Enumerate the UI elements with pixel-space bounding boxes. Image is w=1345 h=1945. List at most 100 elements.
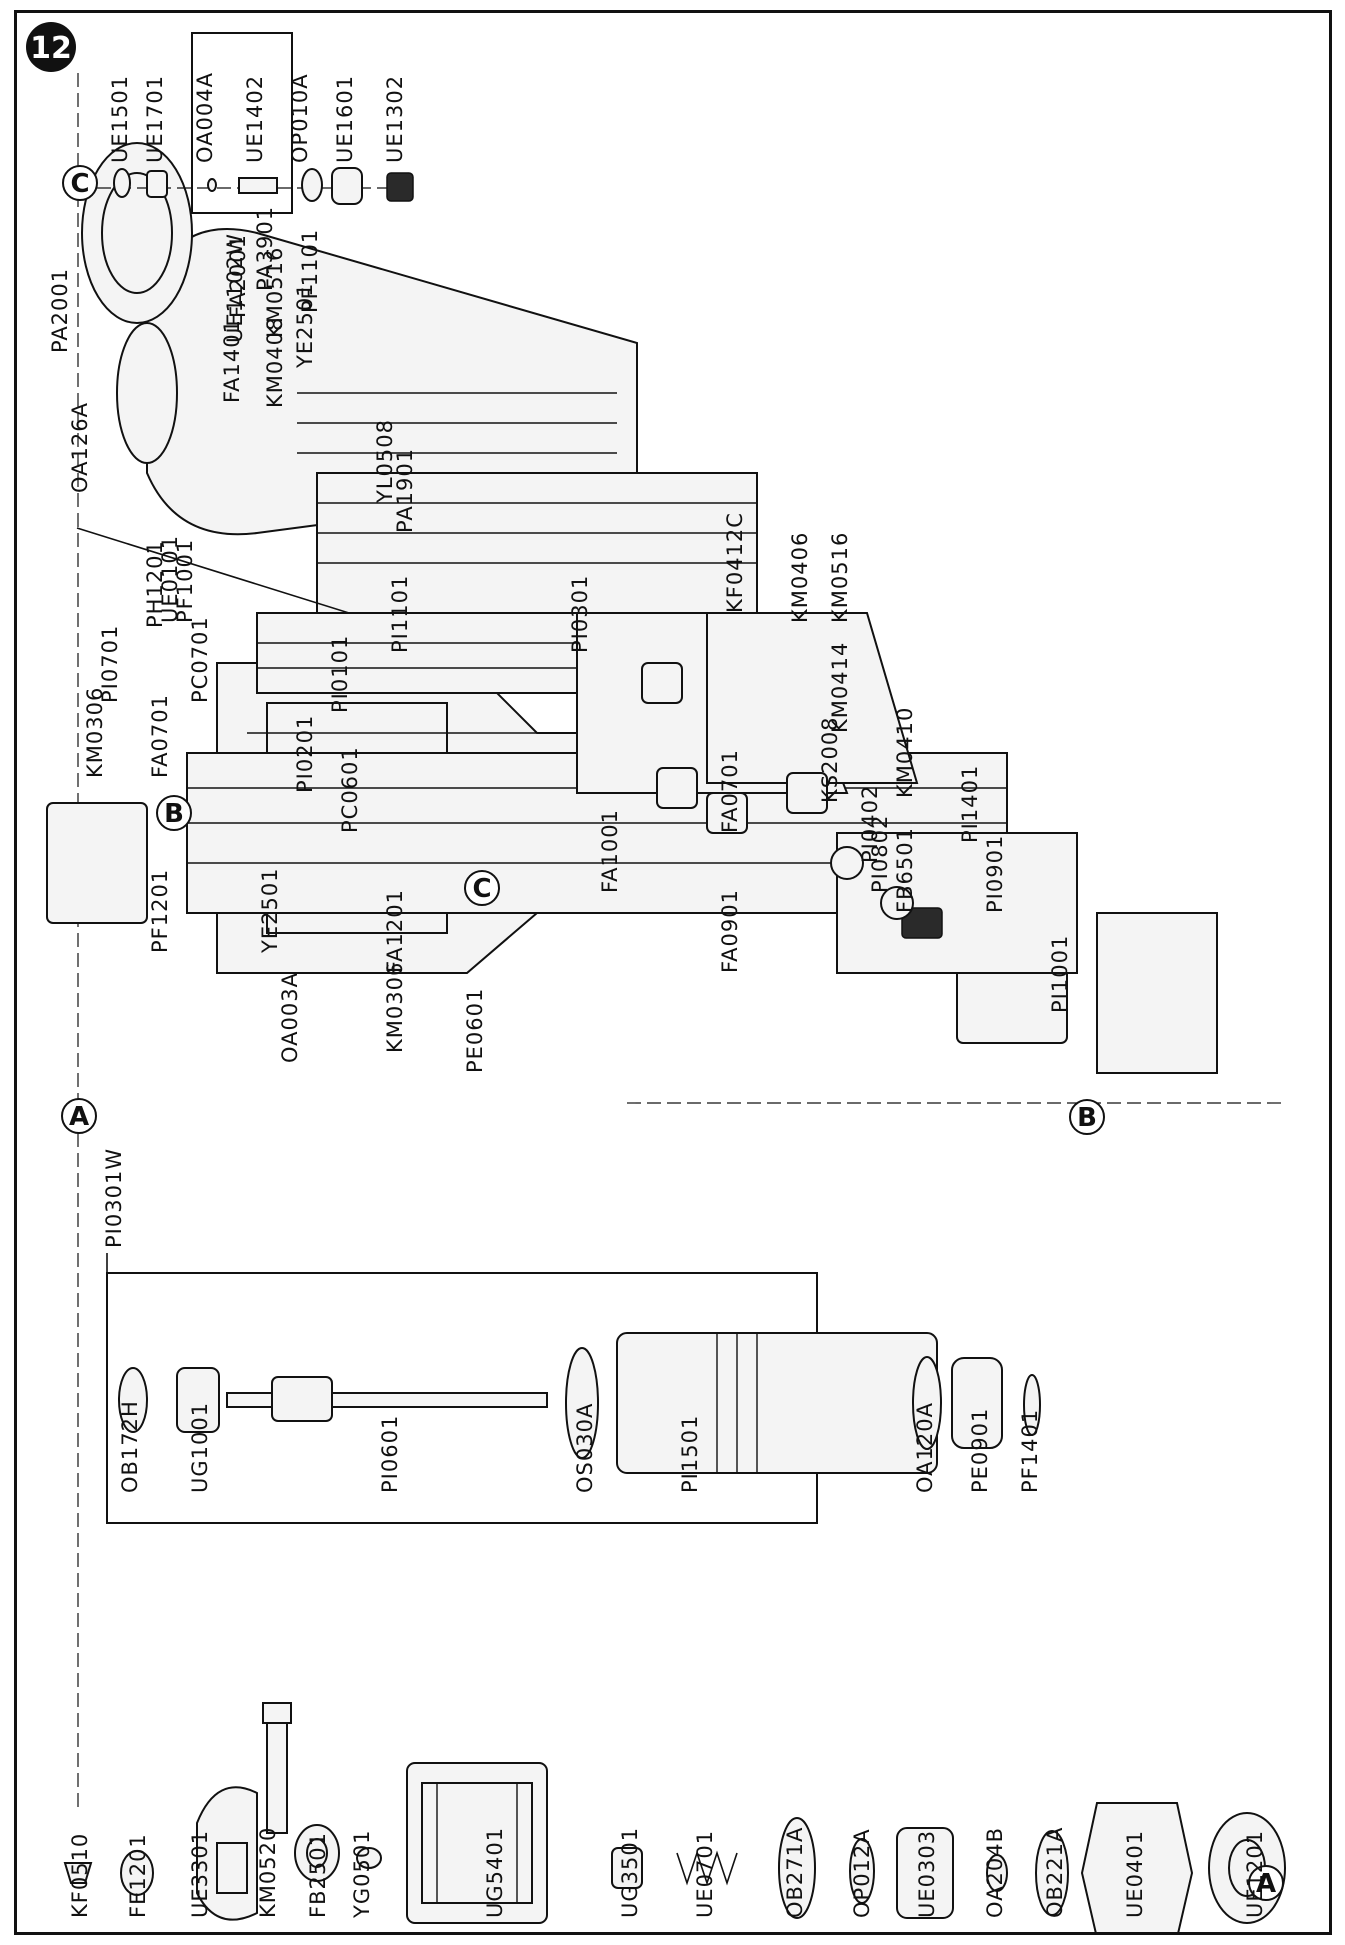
- label-pc0601: PC0601: [338, 746, 362, 833]
- label-pi1401: PI1401: [958, 765, 982, 843]
- reference-b-bottom: B: [1069, 1099, 1105, 1135]
- label-fe1201: FE1201: [126, 1833, 150, 1918]
- label-pa2001: PA2001: [48, 268, 72, 353]
- label-ue0303: UE0303: [915, 1830, 939, 1918]
- label-pi1501: PI1501: [678, 1415, 702, 1493]
- label-fb2501: FB2501: [306, 1832, 330, 1918]
- valve-kit-box: [191, 32, 293, 214]
- label-ue1601: UE1601: [333, 75, 357, 163]
- label-km0408: KM0408: [263, 317, 287, 408]
- label-oa204b: OA204B: [983, 1827, 1007, 1918]
- label-pi0301: PI0301: [568, 575, 592, 653]
- magazine-assembly: [46, 472, 1218, 1074]
- label-pa3901: PA3901: [253, 206, 277, 291]
- label-pi1101: PI1101: [388, 575, 412, 653]
- label-oa120a: OA120A: [913, 1402, 937, 1493]
- label-ue1402: UE1402: [243, 75, 267, 163]
- middle-column-assembly: [118, 1102, 1287, 1474]
- diagram-sheet: 12: [14, 10, 1332, 1935]
- label-km0516-body: KM0516: [263, 247, 287, 338]
- label-os030a: OS030A: [573, 1403, 597, 1493]
- label-ue0701: UE0701: [693, 1830, 717, 1918]
- label-ph1201: PH1201: [143, 540, 167, 628]
- label-km0406: KM0406: [788, 532, 812, 623]
- label-pf1201: PF1201: [148, 869, 172, 953]
- label-ug1001: UG1001: [188, 1402, 212, 1493]
- label-pi0402: PI0402: [858, 785, 882, 863]
- label-pi0802: PI0802: [868, 815, 892, 893]
- label-km0520: KM0520: [256, 1827, 280, 1918]
- middle-column-labels: OB172H UG1001 PI0601 OS030A PI1501 OA120…: [102, 1148, 1042, 1493]
- valve-group-labels: UE1501 UE1701 OA004A UE1402 OP010A UE160…: [108, 72, 407, 343]
- reference-c-top: C: [62, 165, 98, 201]
- label-oa004a: OA004A: [193, 72, 217, 163]
- label-ye2501-mag: YE2501: [258, 867, 282, 954]
- label-ob172h: OB172H: [118, 1400, 142, 1493]
- reference-a-bottom: A: [1248, 1865, 1284, 1901]
- label-oa126a: OA126A: [68, 402, 92, 493]
- label-kf0510: KF0510: [68, 1833, 92, 1918]
- label-pa1901: PA1901: [393, 448, 417, 533]
- label-ue1302: UE1302: [383, 75, 407, 163]
- label-pf1401: PF1401: [1018, 1409, 1042, 1493]
- body-group-labels: OA003A PE0601 UE0101 YL0508 PI1101 PA190…: [48, 206, 487, 1073]
- label-ug5401: UG5401: [483, 1827, 507, 1918]
- label-fa1001: FA1001: [598, 809, 622, 893]
- label-ue1701: UE1701: [143, 75, 167, 163]
- svg-text:C: C: [472, 874, 491, 904]
- label-km0306-bottom: KM0306: [383, 962, 407, 1053]
- label-km0306-top: KM0306: [83, 687, 107, 778]
- reference-c-bottom: C: [464, 870, 500, 906]
- label-kf0412c: KF0412C: [723, 512, 747, 613]
- label-fa0701-top: FA0701: [148, 694, 172, 778]
- label-ue0401: UE0401: [1123, 1830, 1147, 1918]
- label-pi0101: PI0101: [328, 635, 352, 713]
- label-pe0901: PE0901: [968, 1408, 992, 1493]
- label-km0414: KM0414: [828, 642, 852, 733]
- nose-assembly: [576, 612, 1078, 974]
- label-pf1001: PF1001: [173, 539, 197, 623]
- nose-group-labels: PI0301 KF0412C KS2008 KM0406 KM0516 KM04…: [568, 512, 1007, 913]
- page-number-badge: 12: [26, 22, 76, 72]
- label-pi0301w: PI0301W: [102, 1148, 126, 1248]
- label-pi0901: PI0901: [983, 835, 1007, 913]
- magazine-group-labels: PI0101 PI0701 PH1201 PF1001 PC0701 PC060…: [83, 539, 1072, 1053]
- label-fa0901: FA0901: [718, 889, 742, 973]
- label-ug3501: UG3501: [618, 1827, 642, 1918]
- label-pi0601: PI0601: [378, 1415, 402, 1493]
- svg-text:B: B: [164, 799, 184, 829]
- label-oa003a: OA003A: [278, 972, 302, 1063]
- label-km0516-nose: KM0516: [828, 532, 852, 623]
- label-ue0101: UE0101: [158, 535, 182, 623]
- label-fa1201: FA1201: [383, 889, 407, 973]
- label-pc0701: PC0701: [188, 616, 212, 703]
- label-ue1201: UE1201: [1243, 1830, 1267, 1918]
- svg-text:C: C: [70, 169, 89, 199]
- label-fa1401: FA1401: [220, 319, 244, 403]
- svg-text:B: B: [1077, 1103, 1097, 1133]
- label-yl0508: YL0508: [373, 419, 397, 504]
- valve-group-parts: [113, 167, 414, 205]
- exploded-parts-diagram: 12: [26, 22, 1287, 1932]
- label-ye2501-body: YE2501: [293, 282, 317, 369]
- left-column-labels: KF0510 FE1201 UE3301 KM0520 FB2501 YG050…: [68, 1827, 1267, 1919]
- label-fb6501: FB6501: [893, 827, 917, 913]
- svg-text:A: A: [1256, 1869, 1276, 1899]
- reference-a-top: A: [61, 1098, 97, 1134]
- label-pi1001: PI1001: [1048, 935, 1072, 1013]
- label-ob221a: OB221A: [1043, 1827, 1067, 1918]
- label-yg0501: YG0501: [350, 1829, 374, 1919]
- label-fa0701-bottom: FA0701: [718, 749, 742, 833]
- label-pe0601: PE0601: [463, 988, 487, 1073]
- left-column-assembly: [63, 73, 1286, 1932]
- label-fa2001: FA2001: [226, 234, 250, 318]
- label-ks2008: KS2008: [818, 716, 842, 803]
- label-km0410: KM0410: [893, 707, 917, 798]
- label-pi0201: PI0201: [293, 715, 317, 793]
- label-ue3301: UE3301: [188, 1830, 212, 1918]
- label-ue1501: UE1501: [108, 75, 132, 163]
- svg-text:A: A: [69, 1102, 89, 1132]
- label-op012a: OP012A: [850, 1828, 874, 1918]
- label-pi0701: PI0701: [98, 625, 122, 703]
- label-ue1102w: UE1102W: [223, 233, 247, 343]
